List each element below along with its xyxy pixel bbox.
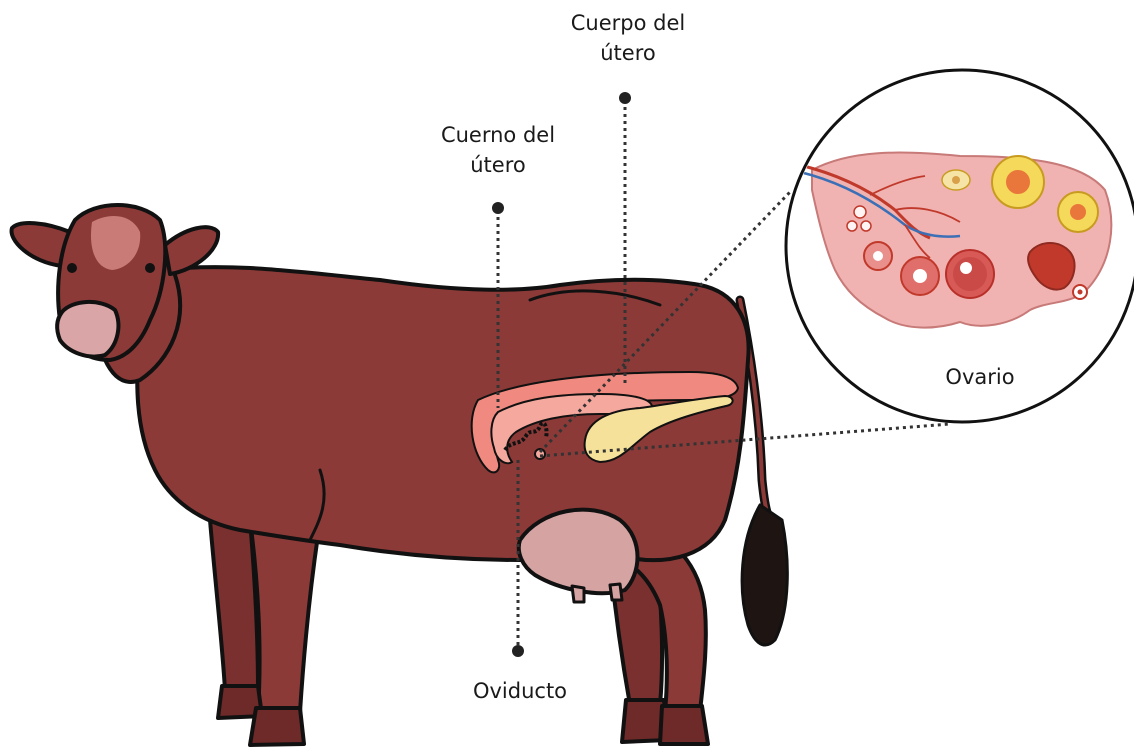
cow-udder [519,510,638,594]
label-oviduct: Oviducto [440,676,600,706]
cow-eye-right [145,263,155,273]
cow-tail-tuft [742,505,787,645]
label-uterus-body-line1: Cuerpo del [548,8,708,38]
cow-muzzle [57,302,118,357]
corpus-luteum-large [992,156,1044,208]
cow-teat-2 [610,584,622,600]
cow-eye-left [67,263,77,273]
label-uterus-body-line2: útero [548,38,708,68]
label-oviduct-text: Oviducto [440,676,600,706]
follicle-tertiary [946,250,994,298]
follicle-secondary [901,257,939,295]
follicle-primary [864,242,892,270]
pointer-dot-oviduct [512,645,524,657]
cow-teat-1 [572,586,584,602]
cow-illustration [12,205,788,745]
cow-front-leg-near [250,520,318,712]
pointer-dot-uterine-horn [492,202,504,214]
corpus-luteum-right [1058,192,1098,232]
label-ovary: Ovario [900,362,1060,392]
corpus-albicans [942,170,970,190]
cow-front-leg-far [210,520,258,690]
released-oocyte [1073,285,1087,299]
label-ovary-text: Ovario [900,362,1060,392]
cow-hoof-back-near [660,706,708,744]
pointer-dot-uterus-body [619,92,631,104]
cow-hoof-front-near [250,708,304,745]
label-uterine-horn-line1: Cuerno del [418,120,578,150]
label-uterine-horn: Cuerno del útero [418,120,578,180]
label-uterus-body: Cuerpo del útero [548,8,708,68]
label-uterine-horn-line2: útero [418,150,578,180]
